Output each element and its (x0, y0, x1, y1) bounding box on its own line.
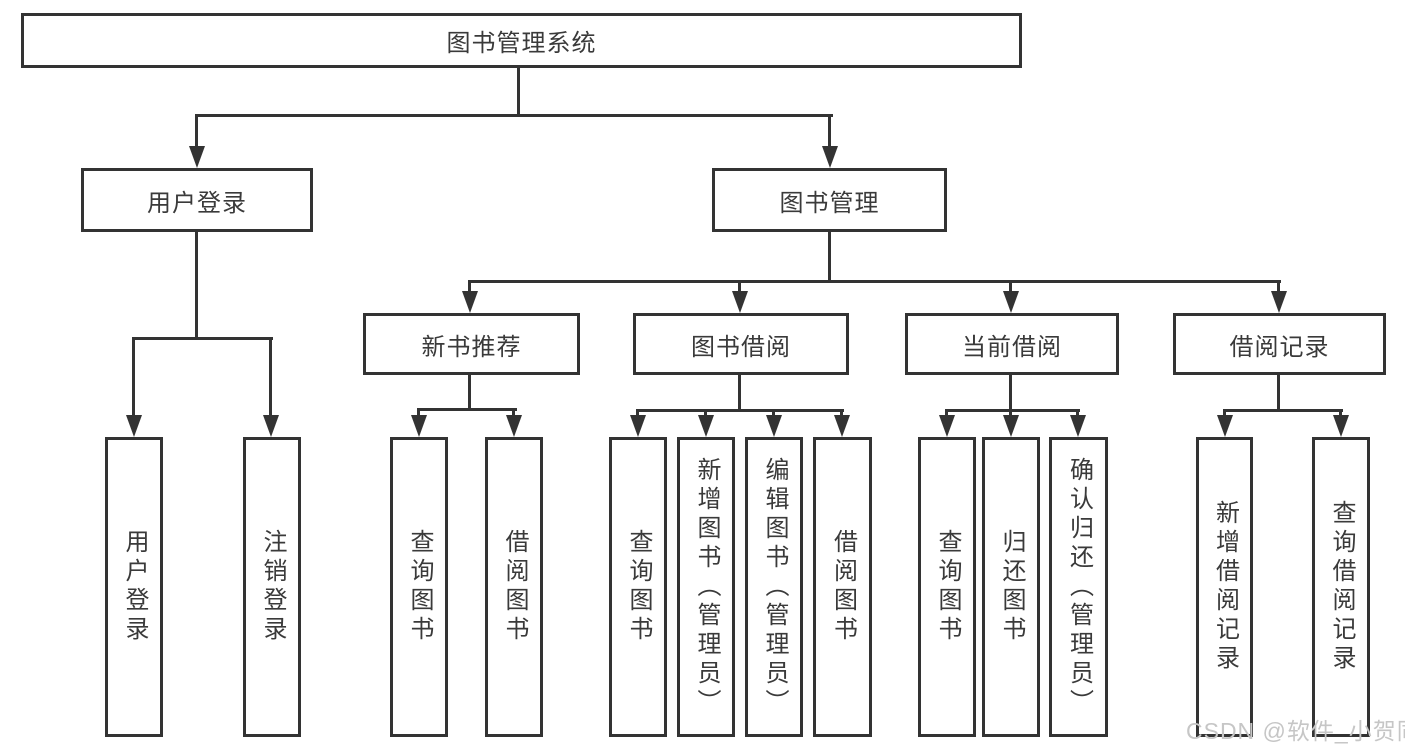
arrowhead-down (263, 415, 279, 437)
arrowhead-down (462, 291, 478, 313)
connector-line (1223, 409, 1343, 412)
leaf-label: 借阅图书 (501, 529, 528, 645)
leaf-label: 编辑图书（管理员） (761, 456, 788, 718)
connector-line (1339, 409, 1342, 419)
arrowhead-down (766, 415, 782, 437)
connector-line (195, 232, 198, 340)
connector-line (1009, 409, 1012, 419)
connector-line (1009, 375, 1012, 412)
leaf-return-books: 归还图书 (982, 437, 1040, 737)
leaf-label: 新增图书（管理员） (693, 456, 720, 718)
leaf-logout: 注销登录 (243, 437, 301, 737)
watermark: CSDN @软件_小贺同学 (1186, 718, 1405, 744)
leaf-confirm-return-admin: 确认归还（管理员） (1049, 437, 1108, 737)
arrowhead-down (1003, 415, 1019, 437)
connector-line (840, 409, 843, 419)
connector-line (828, 114, 831, 148)
leaf-label: 确认归还（管理员） (1065, 456, 1093, 718)
arrowhead-down (1217, 415, 1233, 437)
connector-line (1223, 409, 1226, 419)
arrowhead-down (1003, 291, 1019, 313)
connector-line (269, 337, 272, 420)
connector-line (417, 408, 420, 418)
arrowhead-down (126, 415, 142, 437)
leaf-label: 借阅图书 (829, 529, 857, 645)
leaf-add-borrow-record: 新增借阅记录 (1196, 437, 1253, 737)
leaf-label: 查询图书 (406, 529, 433, 645)
arrowhead-down (834, 415, 850, 437)
connector-line (196, 114, 833, 117)
arrowhead-down (411, 415, 427, 437)
connector-line (738, 280, 741, 296)
node-borrowing-records: 借阅记录 (1173, 313, 1386, 375)
leaf-query-borrow-record: 查询借阅记录 (1312, 437, 1370, 737)
connector-line (468, 280, 471, 296)
leaf-add-book-admin: 新增图书（管理员） (677, 437, 735, 737)
arrowhead-down (939, 415, 955, 437)
leaf-edit-book-admin: 编辑图书（管理员） (745, 437, 803, 737)
arrowhead-down (822, 146, 838, 168)
arrowhead-down (698, 415, 714, 437)
leaf-user-login: 用户登录 (105, 437, 163, 737)
leaf-label: 查询借阅记录 (1328, 500, 1355, 674)
leaf-label: 查询图书 (625, 529, 652, 645)
node-label: 图书管理系统 (446, 30, 597, 57)
node-current-borrowing: 当前借阅 (905, 313, 1119, 375)
connector-line (132, 337, 273, 340)
arrowhead-down (1333, 415, 1349, 437)
connector-line (132, 337, 135, 420)
connector-line (512, 408, 515, 418)
leaf-label: 归还图书 (998, 529, 1025, 645)
node-label: 借阅记录 (1229, 333, 1330, 361)
node-label: 当前借阅 (962, 333, 1062, 361)
leaf-query-books-2: 查询图书 (609, 437, 667, 737)
connector-line (636, 409, 844, 412)
leaf-borrow-books-2: 借阅图书 (813, 437, 872, 737)
connector-line (636, 409, 639, 419)
leaf-query-books-1: 查询图书 (390, 437, 448, 737)
arrowhead-down (1070, 415, 1086, 437)
node-book-borrowing: 图书借阅 (633, 313, 849, 375)
connector-line (468, 375, 471, 411)
node-label: 图书借阅 (691, 333, 791, 361)
connector-line (195, 114, 198, 148)
leaf-query-books-3: 查询图书 (918, 437, 976, 737)
node-new-book-recommendation: 新书推荐 (363, 313, 580, 375)
connector-line (704, 409, 707, 419)
connector-line (1277, 280, 1280, 296)
arrowhead-down (1271, 291, 1287, 313)
arrowhead-down (506, 415, 522, 437)
connector-line (738, 375, 741, 412)
leaf-label: 用户登录 (121, 529, 148, 645)
leaf-label: 注销登录 (259, 529, 286, 645)
node-book-management: 图书管理 (712, 168, 947, 232)
connector-line (828, 232, 831, 283)
node-label: 图书管理 (779, 189, 880, 217)
node-library-management-system: 图书管理系统 (21, 13, 1022, 68)
connector-line (1009, 280, 1012, 296)
arrowhead-down (732, 291, 748, 313)
node-user-login: 用户登录 (81, 168, 313, 232)
node-label: 用户登录 (147, 189, 247, 217)
connector-line (517, 66, 520, 116)
connector-line (417, 408, 517, 411)
connector-line (1277, 375, 1280, 412)
arrowhead-down (189, 146, 205, 168)
leaf-borrow-books-1: 借阅图书 (485, 437, 543, 737)
connector-line (772, 409, 775, 419)
connector-line (945, 409, 1080, 412)
node-label: 新书推荐 (421, 333, 522, 361)
connector-line (468, 280, 1281, 283)
leaf-label: 查询图书 (934, 529, 961, 645)
connector-line (1076, 409, 1079, 419)
connector-line (945, 409, 948, 419)
arrowhead-down (630, 415, 646, 437)
leaf-label: 新增借阅记录 (1211, 500, 1239, 674)
